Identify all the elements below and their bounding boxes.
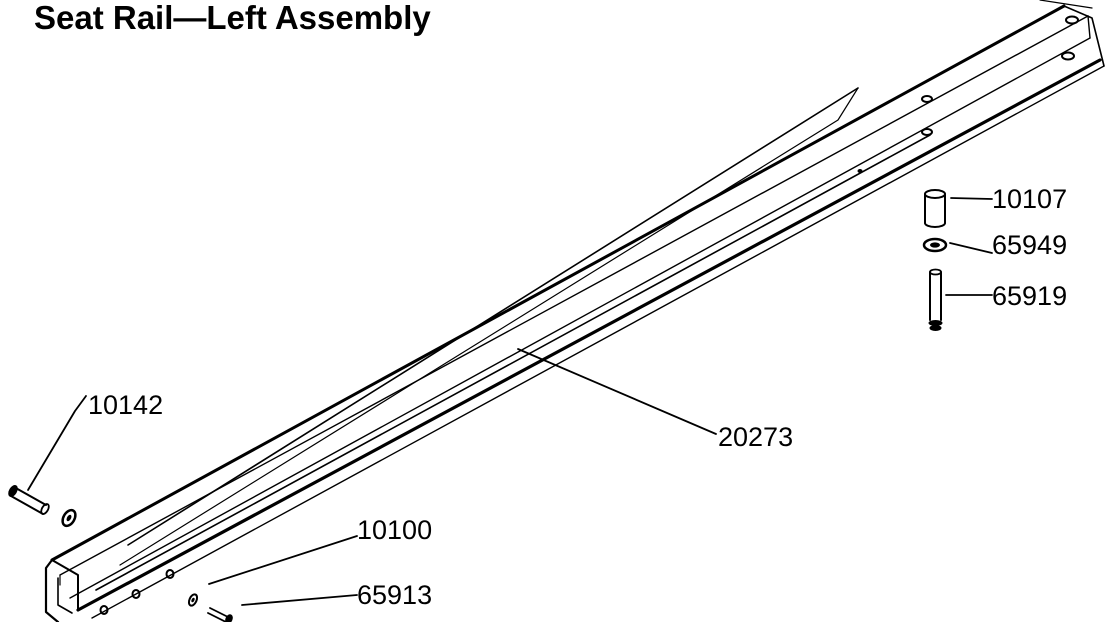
- bolt-bottom: [207, 607, 233, 622]
- washer-bottom: [187, 593, 199, 607]
- spacer-tube: [924, 189, 946, 228]
- pin-horizontal: [8, 485, 50, 515]
- washer-left: [61, 508, 77, 528]
- label-10142: 10142: [88, 390, 163, 420]
- label-65919: 65919: [992, 281, 1067, 311]
- washer-top: [922, 237, 948, 253]
- label-65913: 65913: [357, 580, 432, 610]
- label-10100: 10100: [357, 515, 432, 545]
- seat-rail: [44, 0, 1105, 622]
- pin-vertical: [928, 268, 943, 331]
- label-20273: 20273: [718, 422, 793, 452]
- diagram-title: Seat Rail—Left Assembly: [34, 0, 431, 36]
- leader-lines: [27, 197, 993, 606]
- label-10107: 10107: [992, 184, 1067, 214]
- label-65949: 65949: [992, 230, 1067, 260]
